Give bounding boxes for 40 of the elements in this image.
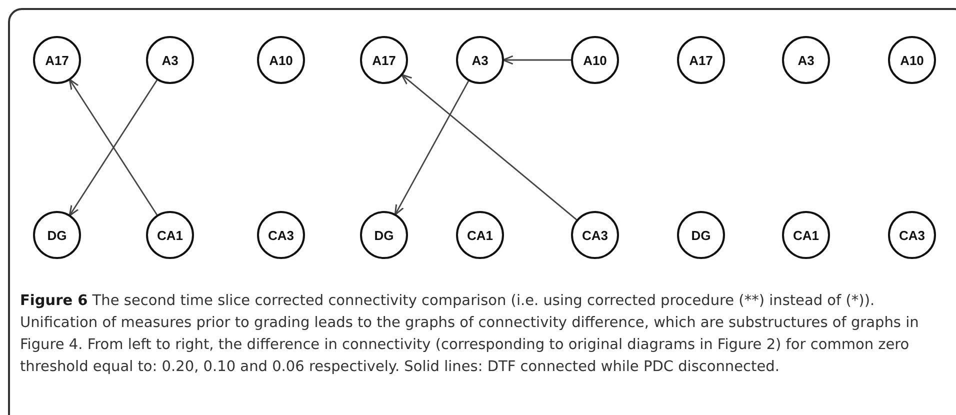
arrow <box>502 55 571 65</box>
region-label: CA1 <box>466 228 493 242</box>
region-label: A3 <box>798 52 814 68</box>
region-label: A17 <box>689 52 713 68</box>
region-circle <box>456 36 504 84</box>
region-label: A17 <box>372 52 396 68</box>
region-circle <box>677 36 725 84</box>
region-circle <box>33 36 81 84</box>
region-label: CA3 <box>582 228 608 242</box>
region-label: A3 <box>472 52 488 68</box>
region-label: CA1 <box>792 228 819 242</box>
region-circle <box>571 211 619 259</box>
region-circle <box>888 211 936 259</box>
region-label: CA3 <box>268 228 294 242</box>
region-circle <box>360 211 408 259</box>
region-label: A10 <box>900 52 924 68</box>
region-circle <box>146 211 194 259</box>
region-circle <box>782 211 830 259</box>
region-circle <box>888 36 936 84</box>
region-label: A3 <box>162 52 178 68</box>
region-circle <box>257 36 305 84</box>
region-circle <box>146 36 194 84</box>
region-circle <box>782 36 830 84</box>
region-circle <box>456 211 504 259</box>
region-label: DG <box>691 228 711 242</box>
arrow <box>400 74 577 220</box>
region-circle <box>360 36 408 84</box>
region-label: A10 <box>583 52 607 68</box>
region-label: DG <box>374 228 394 242</box>
region-label: CA3 <box>898 228 925 242</box>
region-label: A10 <box>269 52 293 68</box>
region-circle <box>33 211 81 259</box>
region-label: CA1 <box>156 228 183 242</box>
region-circle <box>677 211 725 259</box>
region-circle <box>257 211 305 259</box>
figure-caption: Figure 6 The second time slice corrected connectivity comparison (i.e. using corrected procedure (**) instead of (*)). Unification of measures prior to grading leads to the graphs of connectivity difference, which are substructures of graphs in Figure 4. From left to right, the difference in connectivity (corresponding to original diagrams in Figure 2) for common zero threshold equal to: 0.20, 0.10 and 0.06 respectively. Solid lines: DTF connected while PDC disconnected. <box>20 292 920 377</box>
region-label: DG <box>47 228 67 242</box>
arrow <box>394 80 470 216</box>
region-circle <box>571 36 619 84</box>
region-label: A17 <box>45 52 69 68</box>
